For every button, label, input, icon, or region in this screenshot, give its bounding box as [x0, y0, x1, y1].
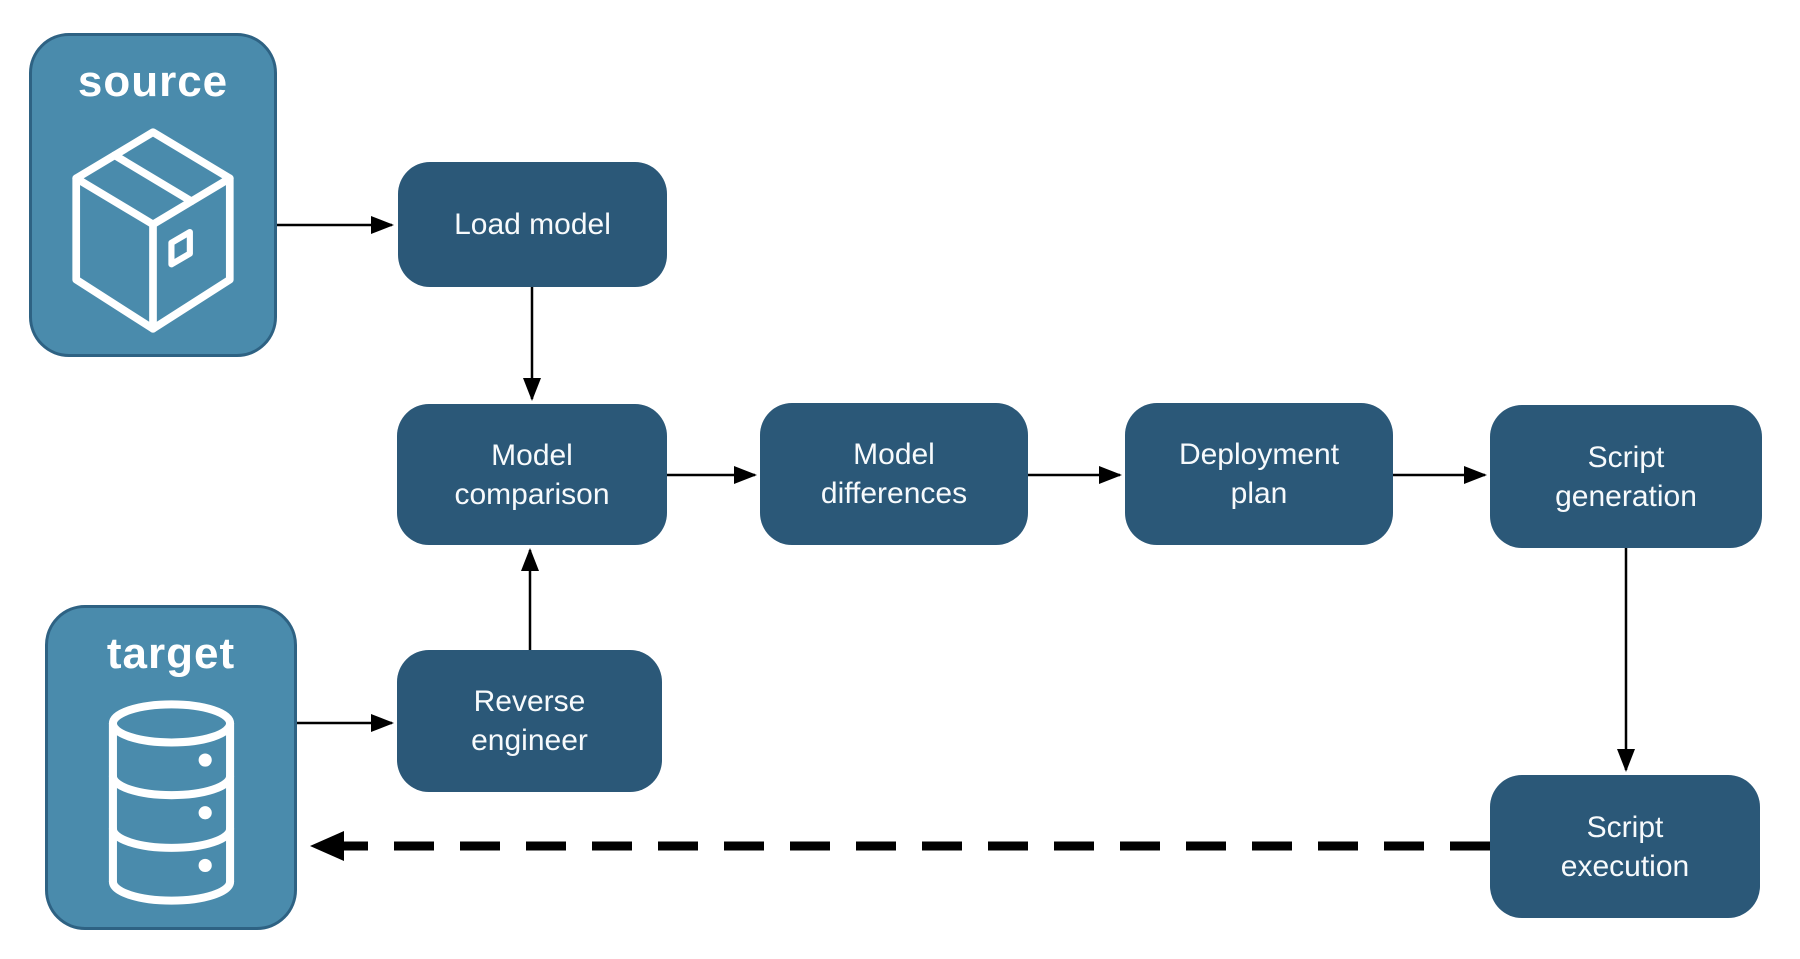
package-icon — [32, 106, 274, 354]
node-model-comparison: Model comparison — [397, 404, 667, 545]
node-model-differences: Model differences — [760, 403, 1028, 545]
node-load-model: Load model — [398, 162, 667, 287]
node-script-generation: Script generation — [1490, 405, 1762, 548]
target-label: target — [106, 629, 236, 678]
database-icon — [48, 678, 294, 927]
node-deployment-plan: Deployment plan — [1125, 403, 1393, 545]
target-container: target — [45, 605, 297, 930]
node-reverse-engineer: Reverse engineer — [397, 650, 662, 792]
source-label: source — [77, 57, 229, 106]
source-container: source — [29, 33, 277, 357]
node-script-execution: Script execution — [1490, 775, 1760, 918]
